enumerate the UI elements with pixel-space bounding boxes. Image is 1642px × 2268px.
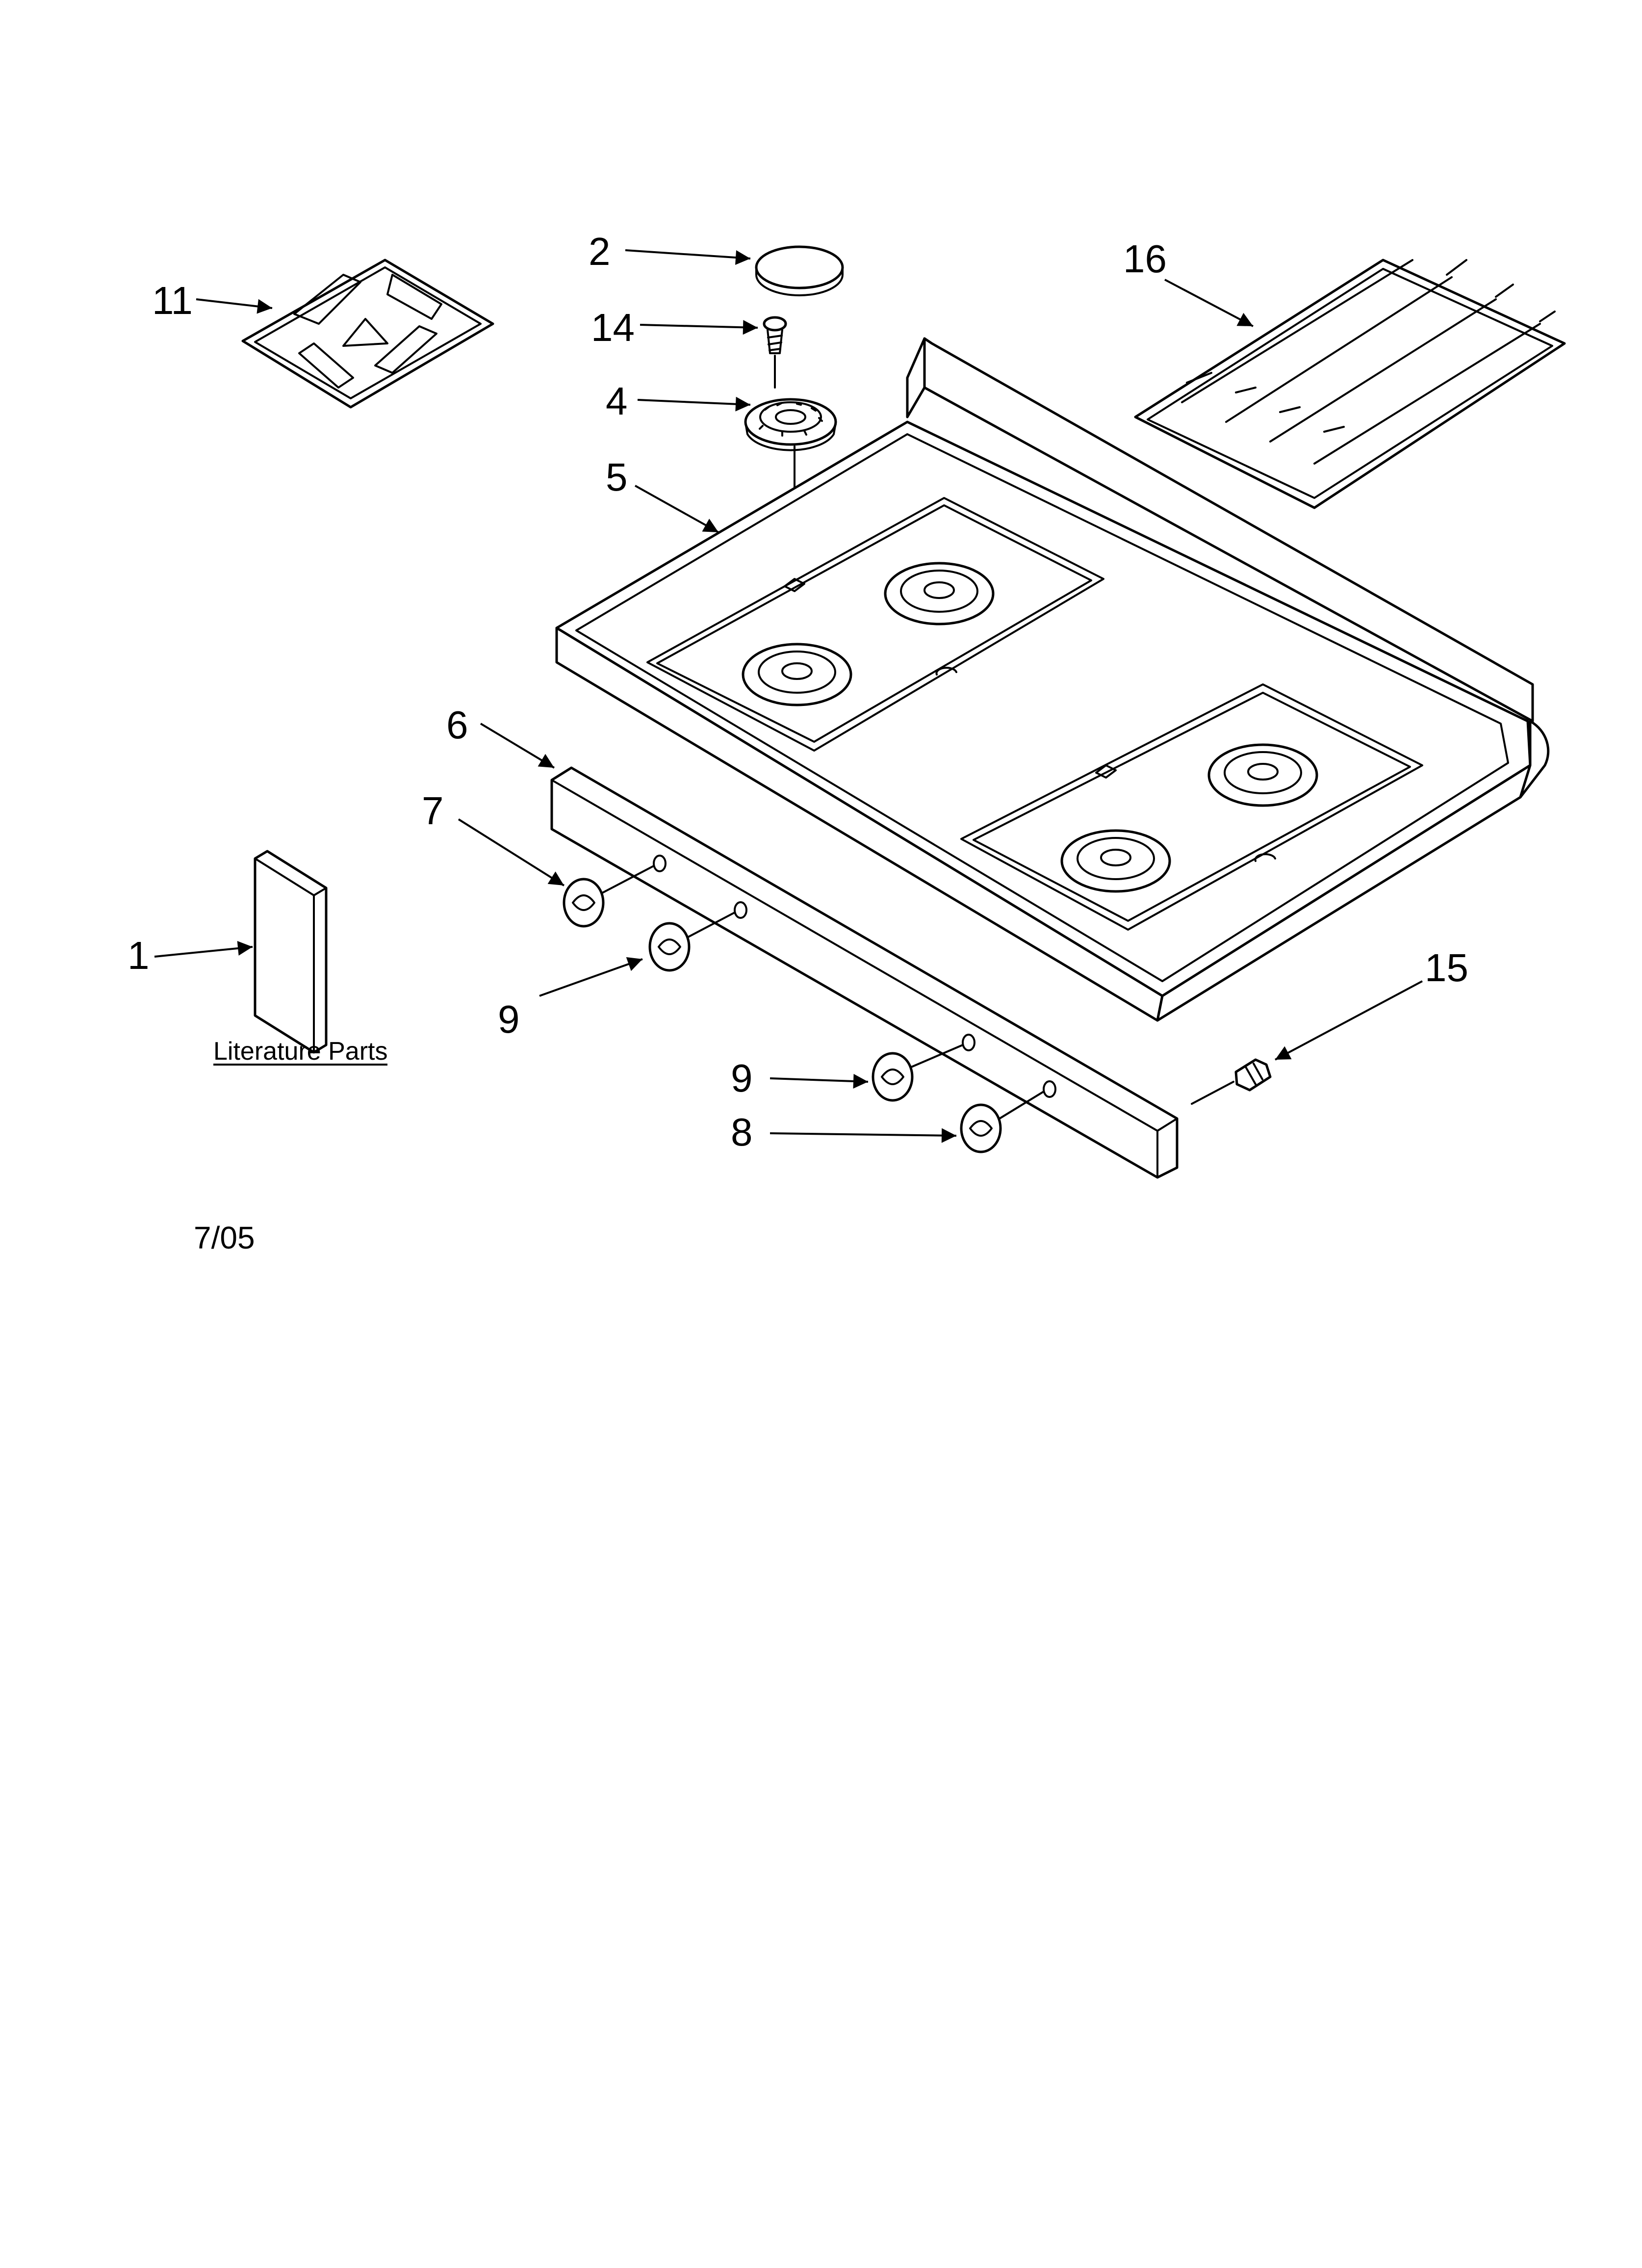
knob-part-9-left [648,912,736,972]
knob-part-8 [960,1091,1045,1153]
burner-cap-part-2 [755,245,844,296]
screw-part-15 [1191,1058,1272,1105]
callout-1: 1 [128,934,150,977]
callout-6: 6 [446,703,468,747]
callout-11: 11 [152,279,193,322]
callout-15: 15 [1425,946,1468,990]
callout-14: 14 [591,306,635,349]
leader-arrows [154,249,1423,1143]
knob-part-9-right [872,1044,964,1102]
control-panel-part-6 [550,766,1179,1179]
griddle-grate-part-16 [1134,259,1566,509]
callout-7: 7 [422,789,444,833]
callout-9-right: 9 [731,1056,753,1100]
callout-8: 8 [731,1110,753,1154]
literature-parts-caption: Literature Parts [213,1037,388,1066]
callout-4: 4 [606,379,628,423]
burner-grate-part-11 [241,259,494,409]
knob-part-7 [563,865,655,928]
callout-2: 2 [589,230,611,273]
literature-booklet-part-1 [254,850,328,1054]
revision-date: 7/05 [194,1220,255,1255]
callout-16: 16 [1123,237,1167,281]
cooktop-main-top-part-5 [555,337,1550,1022]
callout-9-left: 9 [498,997,520,1041]
callout-5: 5 [606,455,628,499]
screw-part-14 [763,316,787,389]
